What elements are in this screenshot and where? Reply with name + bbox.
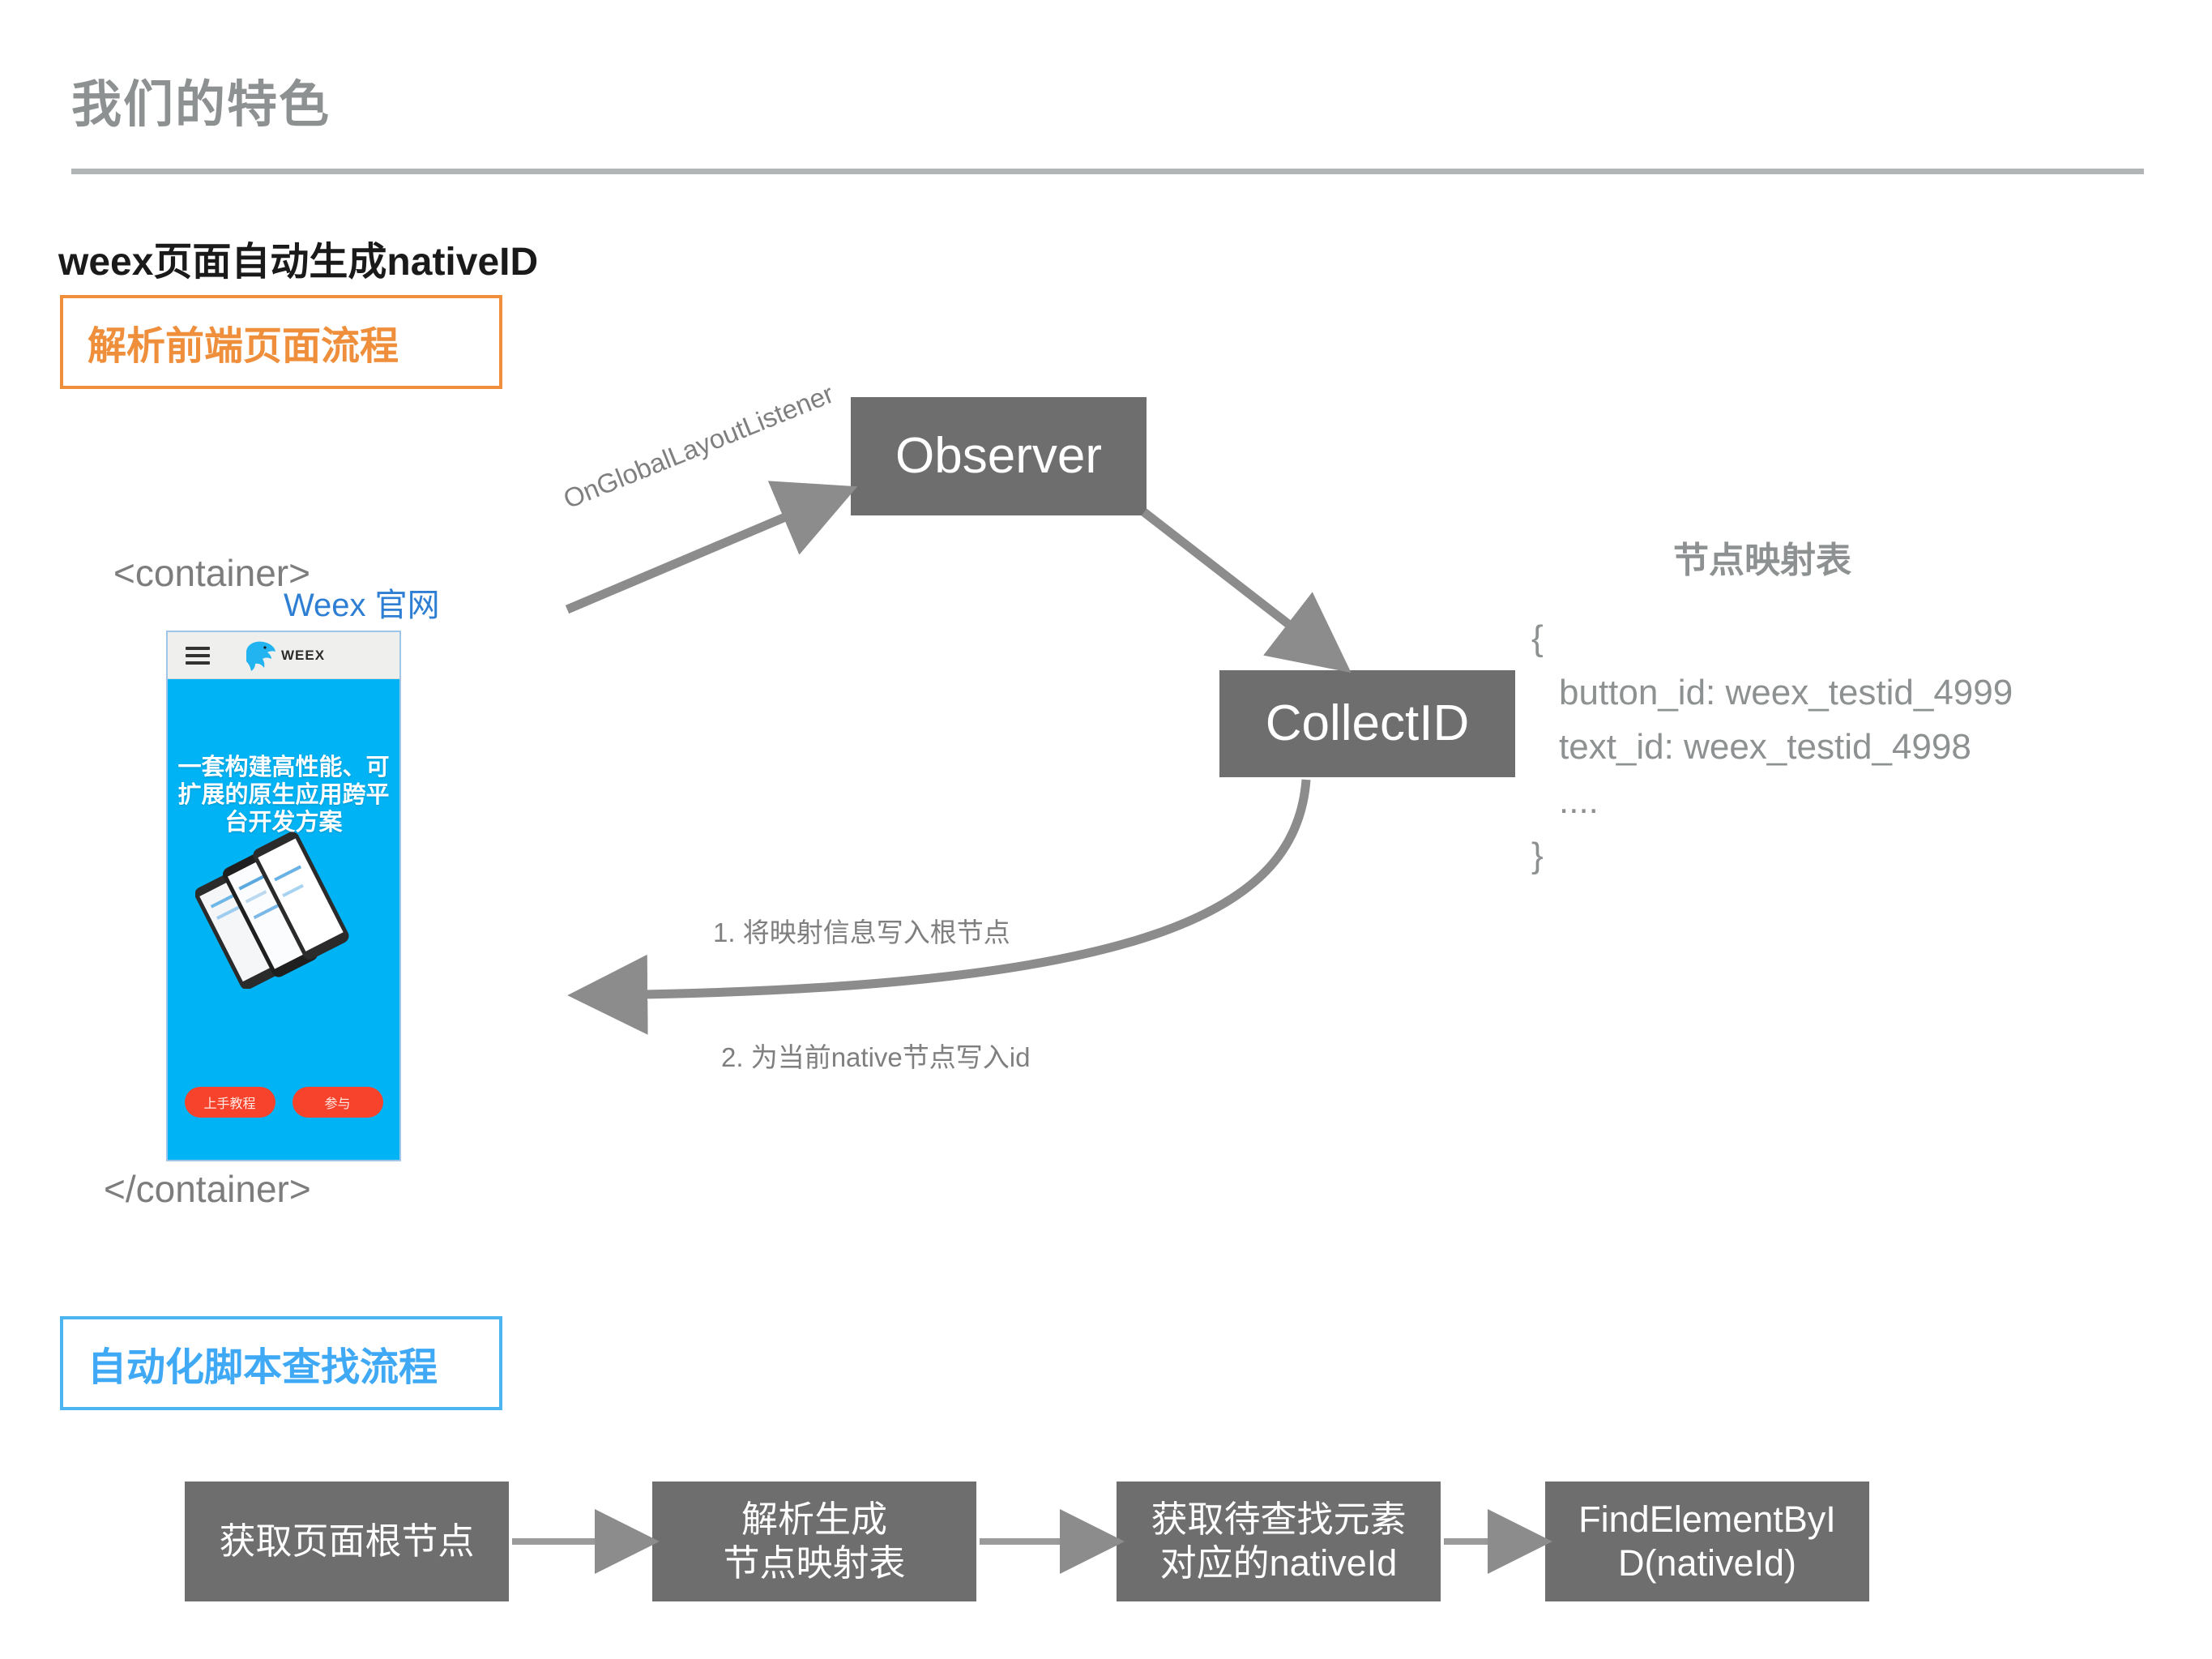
title-divider: [71, 169, 2144, 174]
observer-node: Observer: [851, 397, 1147, 515]
container-open-label: <container>: [113, 552, 310, 594]
flow-step-3-line2: 对应的nativeId: [1159, 1542, 1398, 1584]
node-map-entry-button-id: button_id: weex_testid_4999: [1559, 672, 2013, 712]
flow-step-2: 解析生成 节点映射表: [652, 1482, 976, 1601]
flow-step-1-line1: 获取页面根节点: [219, 1520, 475, 1562]
mock-topbar: [168, 632, 399, 679]
flow-step-2-line1: 解析生成: [741, 1499, 887, 1540]
node-map-entry-ellipsis: ....: [1559, 780, 1599, 821]
mock-hero-headline: 一套构建高性能、可扩展的原生应用跨平台开发方案: [177, 755, 390, 836]
container-close-label: </container>: [104, 1168, 311, 1210]
flow-step-3: 获取待查找元素 对应的nativeId: [1117, 1482, 1441, 1601]
node-map-open-brace: {: [1531, 618, 1544, 658]
flow-step-2-line2: 节点映射表: [723, 1542, 906, 1584]
mock-tutorial-button[interactable]: 上手教程: [184, 1087, 275, 1118]
node-map-entry-text-id: text_id: weex_testid_4998: [1559, 726, 1971, 767]
flow-step-4-line1: FindElementByI: [1578, 1499, 1836, 1540]
flow-step-4: FindElementByI D(nativeId): [1545, 1482, 1869, 1601]
page-title: 我们的特色: [71, 77, 331, 133]
node-map-title: 节点映射表: [1673, 541, 1851, 580]
flow-step-4-line2: D(nativeId): [1617, 1542, 1797, 1584]
hamburger-menu-icon[interactable]: [186, 646, 210, 665]
weex-site-screenshot: WEEX 一套构建高性能、可扩展的原生应用跨平台开发方案 上手教程 参与: [166, 631, 401, 1161]
weex-official-site-link[interactable]: Weex 官网: [284, 588, 440, 623]
mock-cta-row: 上手教程 参与: [168, 1087, 399, 1118]
mock-participate-button[interactable]: 参与: [292, 1087, 383, 1118]
tag-parse-front-end-flow: 解析前端页面流程: [60, 295, 502, 389]
node-map-close-brace: }: [1531, 835, 1544, 875]
flow-step-3-line1: 获取待查找元素: [1151, 1499, 1407, 1540]
collectid-node: CollectID: [1219, 670, 1515, 777]
node-map-body: { button_id: weex_testid_4999 text_id: w…: [1531, 612, 2013, 883]
section-heading: weex页面自动生成nativeID: [58, 241, 539, 284]
flow-step-1: 获取页面根节点: [185, 1482, 509, 1601]
edge-label-step-2: 2. 为当前native节点写入id: [721, 1042, 1031, 1072]
phones-photo: [195, 832, 349, 989]
tag-automation-script-flow: 自动化脚本查找流程: [60, 1316, 502, 1410]
